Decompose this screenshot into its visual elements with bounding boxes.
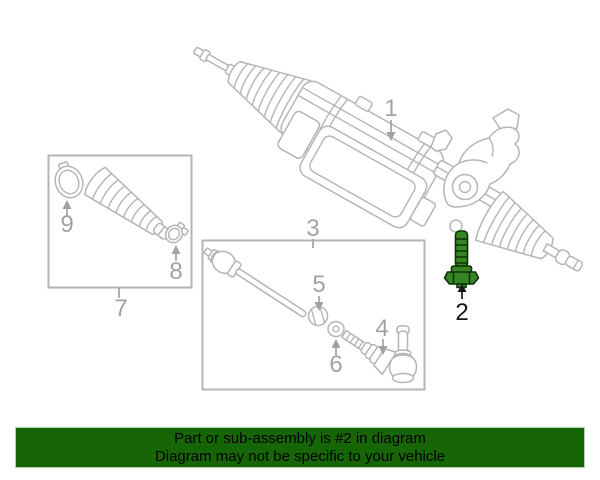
disclaimer-line-2: Diagram may not be specific to your vehi…: [154, 447, 446, 465]
boot-clamp-outer-drawing: [54, 161, 84, 199]
steering-gear-assembly-drawing: [193, 46, 584, 272]
pinion-tower-drawing: [430, 108, 520, 233]
callout-1: 1: [384, 95, 397, 122]
disclaimer-banner: Part or sub-assembly is #2 in diagram Di…: [15, 427, 585, 468]
boot-clamp-inner-drawing: [164, 221, 189, 244]
washer-drawing: [327, 320, 345, 338]
inner-tie-rod-drawing: [203, 247, 307, 318]
callout-4-arrow: [378, 339, 388, 355]
callout-5-arrow: [314, 296, 324, 311]
callout-4: 4: [375, 315, 388, 342]
callout-7: 7: [114, 295, 127, 322]
callout-9: 9: [60, 211, 73, 238]
callout-1-arrow: [386, 120, 396, 141]
callout-2: 2: [455, 299, 468, 326]
callout-6-arrow: [331, 339, 341, 355]
callout-5: 5: [312, 271, 325, 298]
steering-boot-drawing: [84, 166, 171, 240]
callout-6: 6: [329, 351, 342, 378]
highlighted-bolt-part-2: [443, 230, 480, 289]
callout-9-arrow: [62, 200, 72, 216]
disclaimer-line-1: Part or sub-assembly is #2 in diagram: [174, 429, 426, 447]
lock-nut-drawing: [307, 305, 329, 327]
callout-8: 8: [169, 258, 182, 285]
parts-diagram: 1 2 3 4 5 6 7 8 9: [47, 46, 584, 391]
callout-8-arrow: [171, 245, 181, 261]
callout-3: 3: [306, 215, 319, 242]
callout-2-arrow: [457, 284, 467, 299]
outer-tie-rod-end-drawing: [341, 325, 418, 384]
